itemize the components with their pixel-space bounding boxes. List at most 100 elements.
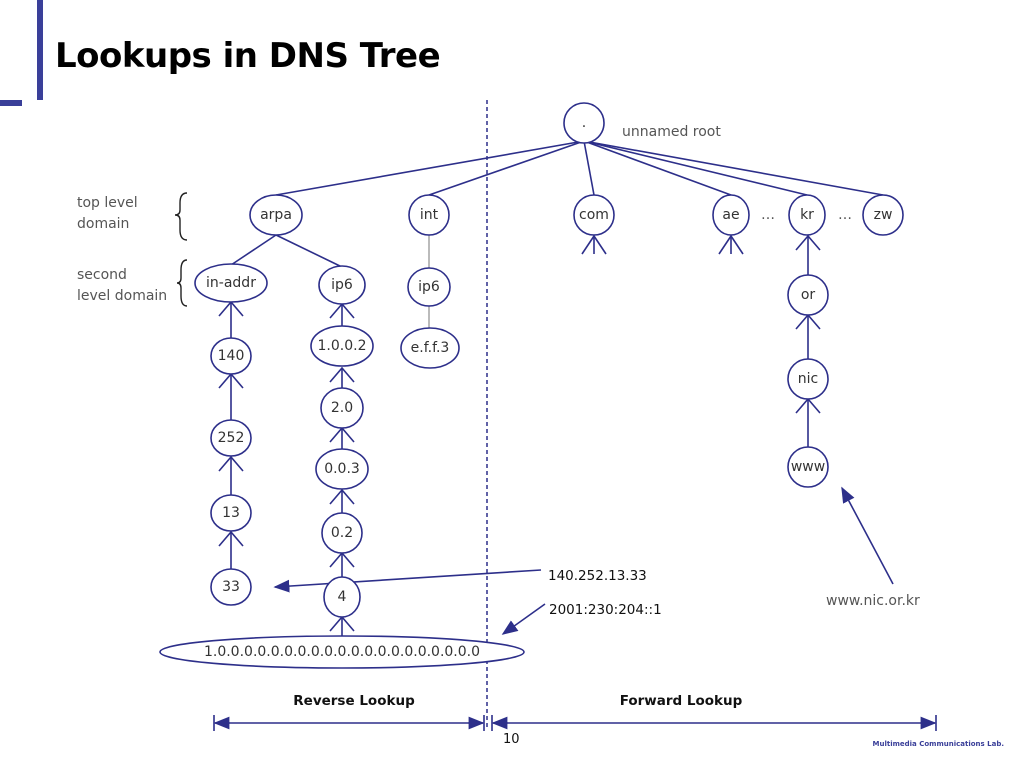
- node-inaddr-140: 140: [210, 337, 252, 375]
- tld-ellipsis-1: …: [761, 207, 775, 223]
- edge-kr-or-head: [795, 234, 821, 251]
- node-ip6-0-0-3-label: 0.0.3: [324, 461, 360, 477]
- edge-root-zw: [583, 140, 884, 196]
- tld-zw-label: zw: [874, 207, 893, 223]
- tld-int-label: int: [420, 207, 439, 223]
- node-ip6-1-0-0-2: 1.0.0.2: [310, 325, 374, 367]
- node-ip6-long: 1.0.0.0.0.0.0.0.0.0.0.0.0.0.0.0.0.0.0.0.…: [159, 635, 525, 669]
- node-int-ip6: ip6: [407, 267, 451, 307]
- node-in-addr: in-addr: [194, 263, 268, 303]
- edge-root-kr: [583, 140, 808, 196]
- node-inaddr-13-shape: [210, 494, 252, 532]
- slide-title: Lookups in DNS Tree: [55, 36, 441, 76]
- tld-com: com: [573, 194, 615, 236]
- node-arpa-ip6-label: ip6: [331, 277, 353, 293]
- node-ip6-1-0-0-2-label: 1.0.0.2: [318, 338, 367, 354]
- root-caption: unnamed root: [622, 124, 721, 140]
- edge-inaddr-13-head: [218, 455, 244, 472]
- tld-int-shape: [408, 194, 450, 236]
- node-ip6-1-0-0-2-shape: [310, 325, 374, 367]
- edge-inaddr-33-head: [218, 530, 244, 547]
- tld-ae-label: ae: [722, 207, 739, 223]
- annotation-ipv4: 140.252.13.33: [548, 568, 647, 584]
- node-e-f-f-3-label: e.f.f.3: [411, 340, 450, 356]
- node-ip6-2-0-shape: [320, 387, 364, 429]
- level-second-line2: level domain: [77, 288, 167, 304]
- footer-lab-name: Multimedia Communications Lab.: [872, 740, 1004, 748]
- edge-arpa-ip6: [275, 234, 343, 268]
- node-ip6-2-0-label: 2.0: [331, 400, 353, 416]
- tld-int: int: [408, 194, 450, 236]
- node-kr-or-label: or: [801, 287, 816, 303]
- edge-ip6-3-head: [329, 488, 355, 505]
- node-arpa-ip6: ip6: [318, 265, 366, 305]
- node-ip6-4: 4: [323, 576, 361, 618]
- brace-second: [176, 259, 188, 307]
- node-inaddr-33: 33: [210, 568, 252, 606]
- root-node-label: .: [582, 115, 586, 131]
- tld-ellipsis-2: …: [838, 207, 852, 223]
- arrow-ipv6: [501, 603, 546, 635]
- node-inaddr-140-shape: [210, 337, 252, 375]
- node-inaddr-33-shape: [210, 568, 252, 606]
- arrow-fqdn: [841, 486, 894, 585]
- edge-root-arpa: [275, 140, 585, 196]
- node-ip6-4-shape: [323, 576, 361, 618]
- level-top-line2: domain: [77, 216, 129, 232]
- edge-arpa-inaddr: [230, 234, 277, 266]
- node-ip6-long-shape: [159, 635, 525, 669]
- node-inaddr-252-label: 252: [218, 430, 245, 446]
- edge-root-int: [428, 140, 585, 196]
- node-kr-nic: nic: [787, 358, 829, 400]
- level-top-line1: top level: [77, 195, 138, 211]
- edge-root-com: [583, 140, 595, 196]
- tld-kr-shape: [788, 194, 826, 236]
- node-in-addr-label: in-addr: [206, 275, 256, 291]
- node-e-f-f-3-shape: [400, 327, 460, 369]
- node-inaddr-140-label: 140: [218, 348, 245, 364]
- node-int-ip6-label: ip6: [418, 279, 440, 295]
- section-reverse-label: Reverse Lookup: [293, 693, 415, 709]
- root-node-shape: [563, 102, 605, 144]
- title-accent-bar: [37, 0, 43, 100]
- annotation-fqdn: www.nic.or.kr: [826, 593, 920, 609]
- node-ip6-2-0: 2.0: [320, 387, 364, 429]
- tld-com-shape: [573, 194, 615, 236]
- node-arpa-ip6-shape: [318, 265, 366, 305]
- node-e-f-f-3: e.f.f.3: [400, 327, 460, 369]
- node-ip6-4-label: 4: [338, 589, 347, 605]
- node-inaddr-252-shape: [210, 419, 252, 457]
- node-kr-www-shape: [787, 446, 829, 488]
- section-forward-label: Forward Lookup: [620, 693, 743, 709]
- node-kr-nic-label: nic: [798, 371, 818, 387]
- tld-kr: kr: [788, 194, 826, 236]
- tld-arpa: arpa: [249, 194, 303, 236]
- tld-com-label: com: [579, 207, 609, 223]
- node-kr-or-shape: [787, 274, 829, 316]
- node-ip6-long-label: 1.0.0.0.0.0.0.0.0.0.0.0.0.0.0.0.0.0.0.0.…: [204, 644, 480, 660]
- node-inaddr-33-label: 33: [222, 579, 240, 595]
- root-node: .: [563, 102, 605, 144]
- tld-arpa-shape: [249, 194, 303, 236]
- node-inaddr-13: 13: [210, 494, 252, 532]
- node-in-addr-shape: [194, 263, 268, 303]
- tld-zw: zw: [862, 194, 904, 236]
- title-accent-tick: [0, 100, 22, 106]
- annotation-ipv6: 2001:230:204::1: [549, 602, 662, 618]
- node-kr-nic-shape: [787, 358, 829, 400]
- node-inaddr-13-label: 13: [222, 505, 240, 521]
- node-ip6-0-2: 0.2: [321, 512, 363, 554]
- tld-kr-label: kr: [800, 207, 814, 223]
- node-kr-www-label: www: [791, 459, 825, 475]
- node-inaddr-252: 252: [210, 419, 252, 457]
- edge-ip6-1-head: [329, 366, 355, 383]
- node-ip6-0-2-label: 0.2: [331, 525, 353, 541]
- edge-root-ae: [583, 140, 732, 196]
- node-kr-www: www: [787, 446, 829, 488]
- node-int-ip6-shape: [407, 267, 451, 307]
- tld-ae: ae: [712, 194, 750, 236]
- node-ip6-0-2-shape: [321, 512, 363, 554]
- brace-top: [174, 192, 188, 241]
